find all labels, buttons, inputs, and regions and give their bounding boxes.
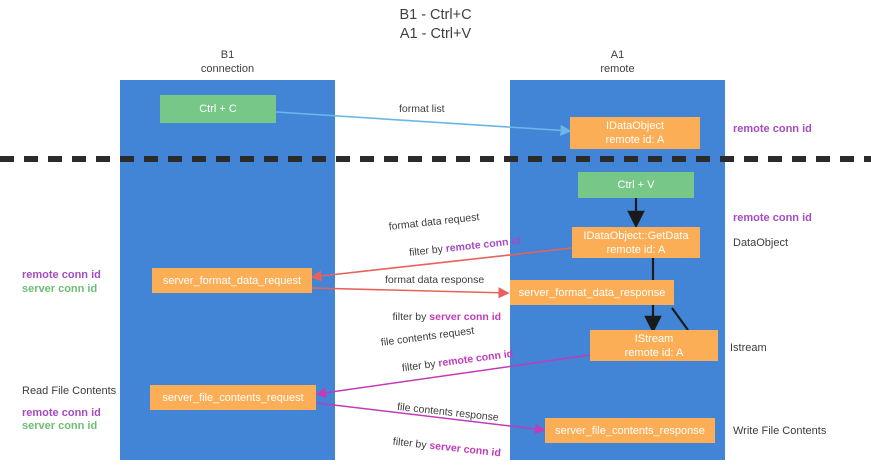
node-istream-sublabel: remote id: A: [624, 346, 684, 359]
edge-response-istream: [671, 307, 689, 331]
node-sfcreq-label: server_file_contents_request: [162, 391, 304, 404]
filter-key: remote conn id: [445, 234, 522, 255]
filter-key: server conn id: [428, 439, 502, 460]
edge-format-data-response: [311, 287, 510, 299]
node-ctrl-v[interactable]: Ctrl + V: [578, 172, 694, 198]
node-ctrl-v-label: Ctrl + V: [617, 179, 655, 191]
node-sfdresp-label: server_format_data_response: [518, 286, 666, 299]
filter-prefix: filter by: [401, 357, 440, 375]
page-title: B1 - Ctrl+C A1 - Ctrl+V: [399, 7, 472, 42]
edge-file-contents-response: [316, 402, 546, 435]
filter-prefix: filter by: [392, 311, 430, 323]
node-ctrl-c-label: Ctrl + C: [199, 103, 237, 115]
filter-prefix: filter by: [408, 242, 447, 259]
left-label-read-file-contents: Read File Contents: [22, 385, 117, 397]
edge-file-contents-request: [315, 354, 591, 398]
node-server-file-contents-request[interactable]: server_file_contents_request: [150, 385, 316, 410]
node-idataobject-label: IDataObject: [605, 120, 665, 132]
node-getdata-label: IDataObject::GetData: [583, 229, 689, 242]
node-istream-label: IStream: [634, 332, 674, 345]
node-server-file-contents-response[interactable]: server_file_contents_response: [545, 418, 715, 443]
node-server-format-data-response[interactable]: server_format_data_response: [510, 280, 674, 305]
node-server-format-data-request[interactable]: server_format_data_request: [152, 268, 312, 293]
right-label-write-file-contents: Write File Contents: [733, 425, 827, 437]
right-label-remote-conn-id-mid: remote conn id: [733, 212, 812, 224]
filter-key: remote conn id: [437, 347, 514, 370]
lane-header-b1: B1 connection: [200, 49, 255, 75]
edge-label-format-data-response: format data response: [385, 274, 485, 286]
node-idataobject-getdata[interactable]: IDataObject::GetData remote id: A: [572, 227, 700, 258]
left-label-server-conn-id-2: server conn id: [22, 420, 98, 432]
node-ctrl-c[interactable]: Ctrl + C: [160, 95, 276, 123]
node-idataobject-sublabel: remote id: A: [605, 134, 665, 146]
filter-prefix: filter by: [392, 435, 431, 452]
node-sfdreq-label: server_format_data_request: [162, 274, 302, 287]
right-label-istream: Istream: [730, 342, 767, 354]
section-divider: [0, 156, 871, 162]
edge-label-file-contents-response-group: file contents response filter by server …: [373, 398, 505, 474]
lane-header-a1: A1 remote: [600, 49, 635, 75]
node-idataobject[interactable]: IDataObject remote id: A: [570, 117, 700, 149]
right-label-dataobject: DataObject: [733, 237, 789, 249]
node-istream[interactable]: IStream remote id: A: [590, 330, 718, 361]
edge-format-list: [275, 111, 572, 136]
edge-format-data-request: [310, 247, 573, 282]
edge-label-format-data-response-filter: filter by server conn id: [375, 296, 502, 338]
node-sfcresp-label: server_file_contents_response: [555, 424, 705, 437]
right-label-remote-conn-id-top: remote conn id: [733, 123, 812, 135]
edge-label-format-data-response-group: format data response filter by server co…: [385, 273, 501, 338]
edge-label-format-list: format list: [399, 103, 445, 115]
node-getdata-sublabel: remote id: A: [606, 243, 666, 256]
left-label-server-conn-id: server conn id: [22, 283, 98, 295]
filter-key: server conn id: [429, 311, 502, 323]
left-label-remote-conn-id: remote conn id: [22, 269, 101, 281]
left-label-remote-conn-id-2: remote conn id: [22, 407, 101, 419]
